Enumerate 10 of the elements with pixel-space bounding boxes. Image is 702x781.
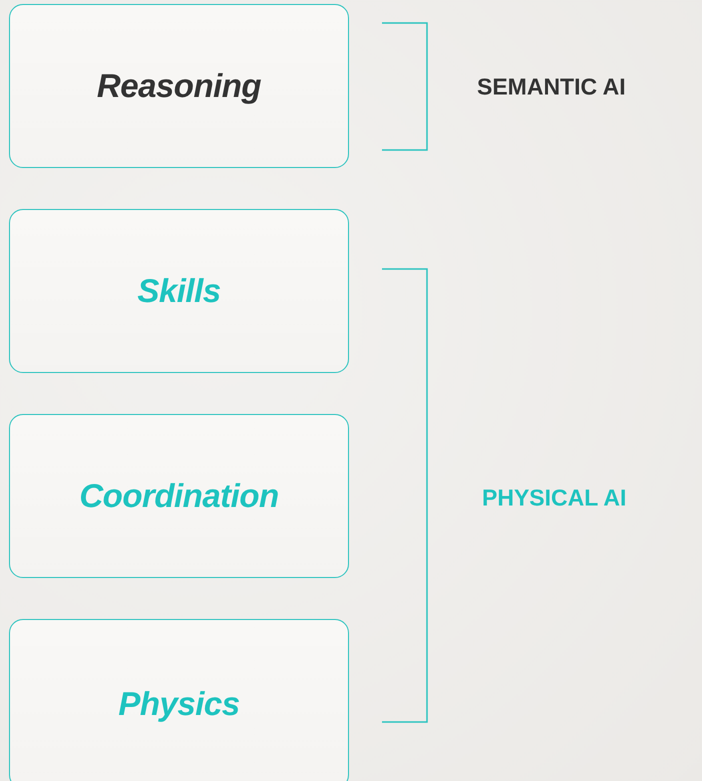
box-label: Skills — [137, 272, 221, 310]
text-box — [9, 4, 349, 168]
box-label: Physics — [118, 685, 240, 723]
text-box — [9, 619, 349, 781]
text-box — [9, 209, 349, 373]
box-label: Coordination — [79, 477, 279, 515]
text-box — [9, 414, 349, 578]
box-label: Reasoning — [96, 67, 262, 105]
group-label: SEMANTIC AI — [477, 74, 626, 100]
group-label: PHYSICAL AI — [482, 484, 626, 512]
